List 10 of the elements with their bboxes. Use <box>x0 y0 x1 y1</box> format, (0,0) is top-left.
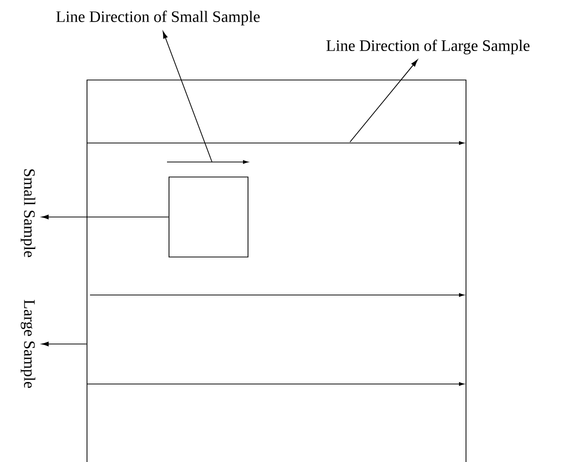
sample-square <box>168 176 248 258</box>
arrow <box>41 342 87 346</box>
leader-line <box>162 31 212 162</box>
annotation-text: Line Direction of Small Sample <box>56 10 260 26</box>
vertical-label: Large Sample <box>20 300 36 388</box>
annotation-text: Line Direction of Large Sample <box>326 40 530 54</box>
leader-line <box>350 60 418 142</box>
arrow <box>41 214 169 220</box>
vertical-label: Small Sample <box>20 169 36 258</box>
sample-outline <box>86 80 466 462</box>
